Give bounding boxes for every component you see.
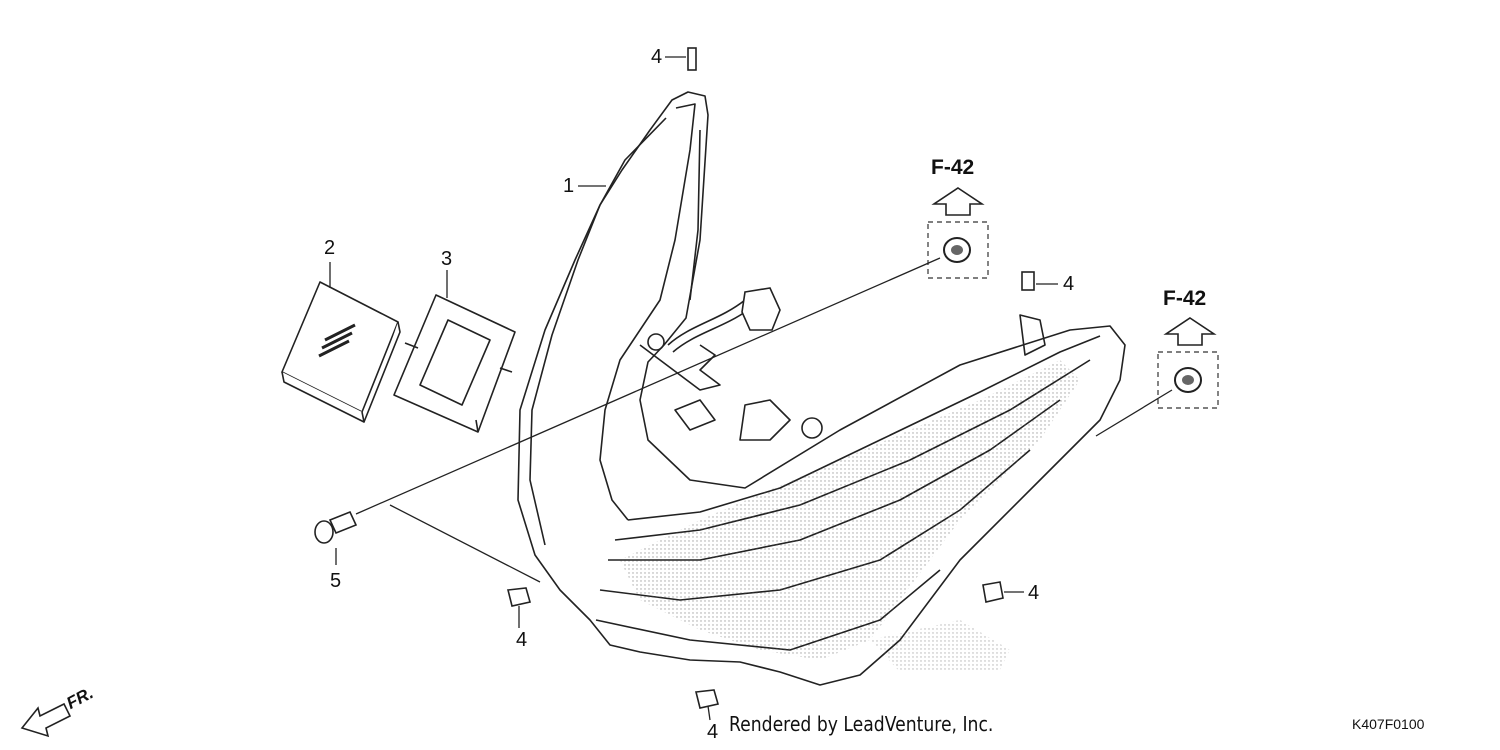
leader-lines [329, 56, 1173, 721]
reference-arrow-icon [1163, 317, 1217, 346]
reference-f42-left: F-42 [931, 156, 975, 179]
lens-shading [620, 360, 1080, 660]
callout-4-left: 4 [516, 629, 528, 651]
grommet-right-group [1157, 351, 1219, 409]
callout-2: 2 [324, 237, 336, 259]
callout-3: 3 [441, 248, 453, 270]
wire-harness [647, 287, 823, 439]
bolt-icon [314, 510, 358, 544]
callout-4-mid: 4 [1063, 273, 1075, 295]
grommet-left-group [927, 221, 989, 279]
clip-icon [507, 47, 1035, 709]
part-3-bracket [393, 294, 516, 433]
part-2-cover [281, 281, 401, 423]
lens-shading-lower [870, 620, 1010, 672]
callout-4-right: 4 [1028, 582, 1040, 604]
reference-arrow-icon [931, 187, 985, 216]
front-direction-arrow-icon [20, 702, 72, 738]
reference-f42-right: F-42 [1163, 287, 1207, 310]
callout-1: 1 [563, 175, 575, 197]
callout-5: 5 [330, 570, 342, 592]
credit-text: Rendered by LeadVenture, Inc. [729, 712, 994, 736]
callout-4-bottom: 4 [707, 721, 719, 743]
diagram-code: K407F0100 [1352, 716, 1425, 732]
callout-4-top: 4 [651, 46, 663, 68]
